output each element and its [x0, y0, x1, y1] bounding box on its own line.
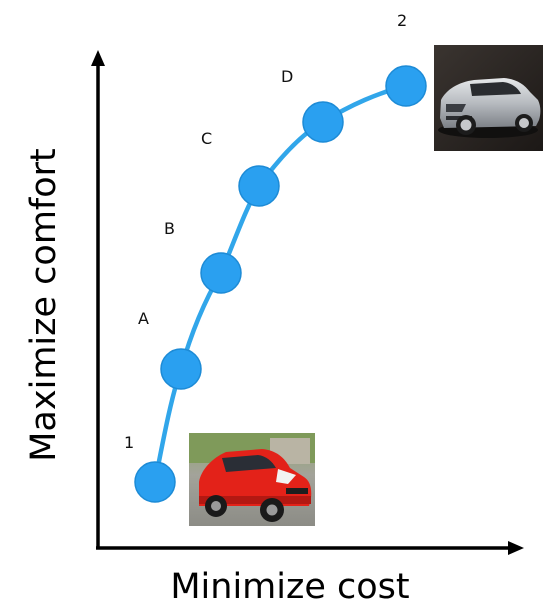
label-point-b: B — [164, 219, 175, 238]
label-point-1: 1 — [124, 433, 134, 452]
red-compact-car-image — [189, 433, 315, 526]
point-b — [200, 252, 242, 294]
x-axis-arrowhead — [508, 541, 524, 555]
label-point-2: 2 — [397, 11, 407, 30]
label-point-a: A — [138, 309, 149, 328]
tradeoff-curve — [152, 83, 409, 485]
label-point-d: D — [281, 67, 293, 86]
x-axis-title: Minimize cost — [170, 567, 409, 607]
y-axis-title: Maximize comfort — [24, 148, 64, 462]
y-axis-arrowhead — [91, 50, 105, 66]
point-d — [302, 101, 344, 143]
point-c — [238, 165, 280, 207]
point-1 — [134, 461, 176, 503]
silver-sports-car-image — [434, 45, 543, 151]
point-2 — [385, 65, 427, 107]
point-a — [160, 348, 202, 390]
label-point-c: C — [201, 129, 212, 148]
